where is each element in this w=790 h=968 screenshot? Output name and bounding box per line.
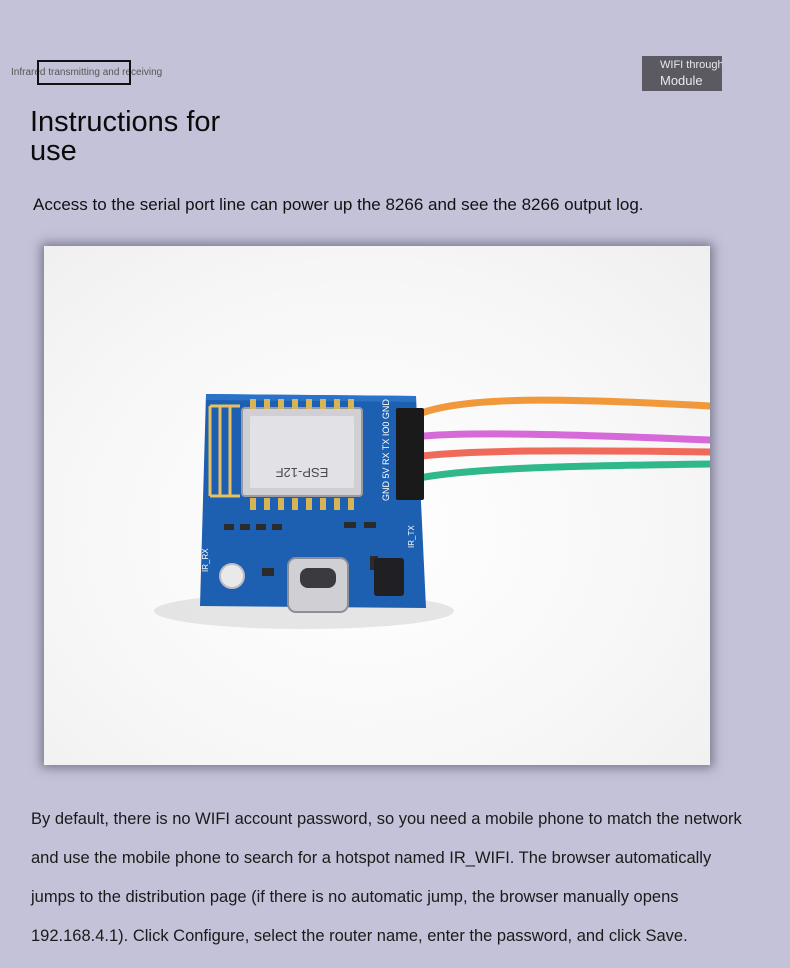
ir-tx-label: IR_TX: [407, 525, 416, 548]
category-tag-outline: [37, 60, 131, 85]
product-badge[interactable]: WIFI through Module: [642, 56, 722, 91]
category-tag[interactable]: Infrared transmitting and receiving: [11, 67, 163, 78]
page-title: Instructions for use: [30, 106, 221, 167]
esp-board-illustration: ESP-12F GND 5V RX TX IO0 GND IR_RX IR_TX: [154, 394, 710, 629]
badge-line-1: WIFI through: [660, 59, 722, 71]
ir-rx-label: IR_RX: [201, 548, 210, 572]
product-photo: ESP-12F GND 5V RX TX IO0 GND IR_RX IR_TX: [44, 246, 710, 765]
badge-line-2: Module: [660, 73, 703, 88]
intro-text: Access to the serial port line can power…: [33, 195, 644, 214]
module-label: ESP-12F: [276, 465, 329, 480]
pin-labels: GND 5V RX TX IO0 GND: [381, 399, 391, 501]
setup-paragraph: By default, there is no WIFI account pas…: [31, 810, 742, 945]
